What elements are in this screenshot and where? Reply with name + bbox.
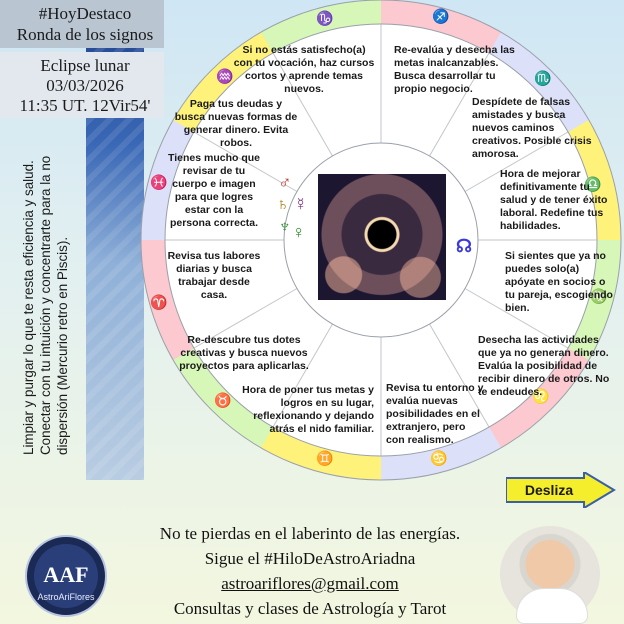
house-text-4: Hora de mejorar definitivamente tu salud… xyxy=(500,168,608,232)
hashtag-title: #HoyDestaco xyxy=(38,4,132,23)
gemini-icon: ♊ xyxy=(316,450,334,466)
vertical-line-2: Conectar con tu intuición y concentrarte… xyxy=(38,155,53,455)
pisces-icon: ♓ xyxy=(150,174,168,190)
house-text-7: Revisa tu entorno y evalúa nuevas posibi… xyxy=(386,382,484,446)
house-text-11: Tienes mucho que revisar de tu cuerpo e … xyxy=(168,152,260,229)
mars-icon: ♂ xyxy=(278,172,292,192)
leo-icon: ♌ xyxy=(532,388,550,404)
neptune-icon: ♆ xyxy=(278,216,292,236)
house-text-6: Desecha las actividades que ya no genera… xyxy=(478,334,610,398)
event-title: Eclipse lunar xyxy=(40,56,130,75)
footer-line-2: Sigue el #HiloDeAstroAriadna xyxy=(204,549,416,568)
eclipse-image xyxy=(318,174,446,300)
house-text-9: Re-descubre tus dotes creativas y busca … xyxy=(179,334,309,372)
desliza-label: Desliza xyxy=(524,482,574,498)
virgo-icon: ♍ xyxy=(590,288,608,304)
sagittarius-icon: ♐ xyxy=(432,8,450,24)
email-link[interactable]: astroariflores@gmail.com xyxy=(221,574,399,593)
house-text-3: Despídete de falsas amistades y busca nu… xyxy=(472,96,592,160)
vertical-line-1: Limpiar y purgar lo que te resta eficien… xyxy=(21,160,36,455)
saturn-icon: ♄ xyxy=(276,194,290,214)
moon-node-icon: ☊ xyxy=(456,236,472,256)
house-text-12: Paga tus deudas y busca nuevas formas de… xyxy=(174,98,298,149)
astroariflores-logo: AAF AstroAriFlores xyxy=(25,535,107,617)
logo-name: AstroAriFlores xyxy=(37,592,95,602)
footer-line-1: No te pierdas en el laberinto de las ene… xyxy=(159,524,461,543)
house-text-1: Si no estás satisfecho(a) con tu vocació… xyxy=(233,44,375,95)
desliza-button[interactable] xyxy=(506,472,616,508)
logo-initials: AAF xyxy=(43,562,88,587)
mercury-icon: ☿ xyxy=(294,194,308,214)
taurus-icon: ♉ xyxy=(214,392,232,408)
house-text-5: Si sientes que ya no puedes solo(a) apóy… xyxy=(505,250,613,314)
scorpio-icon: ♏ xyxy=(534,70,552,86)
house-text-8: Hora de poner tus metas y logros en su l… xyxy=(242,384,374,435)
aries-icon: ♈ xyxy=(150,294,168,310)
subtitle: Ronda de los signos xyxy=(16,25,154,44)
aquarius-icon: ♒ xyxy=(216,68,234,84)
header-box-bottom xyxy=(0,52,164,118)
venus-icon: ♀ xyxy=(292,222,306,242)
footer-line-4: Consultas y clases de Astrología y Tarot xyxy=(173,599,447,618)
event-time: 11:35 UT. 12Vir54' xyxy=(19,96,151,115)
capricorn-icon: ♑ xyxy=(316,10,334,26)
libra-icon: ♎ xyxy=(584,176,602,192)
event-date: 03/03/2026 xyxy=(46,76,124,95)
header-box-top xyxy=(0,0,164,48)
house-text-10: Revisa tus labores diarias y busca traba… xyxy=(167,250,261,301)
avatar-shoulders xyxy=(516,588,588,624)
vertical-message: Limpiar y purgar lo que te resta eficien… xyxy=(20,5,71,455)
house-dividers xyxy=(165,24,597,456)
vertical-line-3: dispersión (Mercurio retro en Piscis). xyxy=(55,236,70,455)
house-text-2: Re-evalúa y desecha las metas inalcanzab… xyxy=(394,44,515,95)
cancer-icon: ♋ xyxy=(430,450,448,466)
